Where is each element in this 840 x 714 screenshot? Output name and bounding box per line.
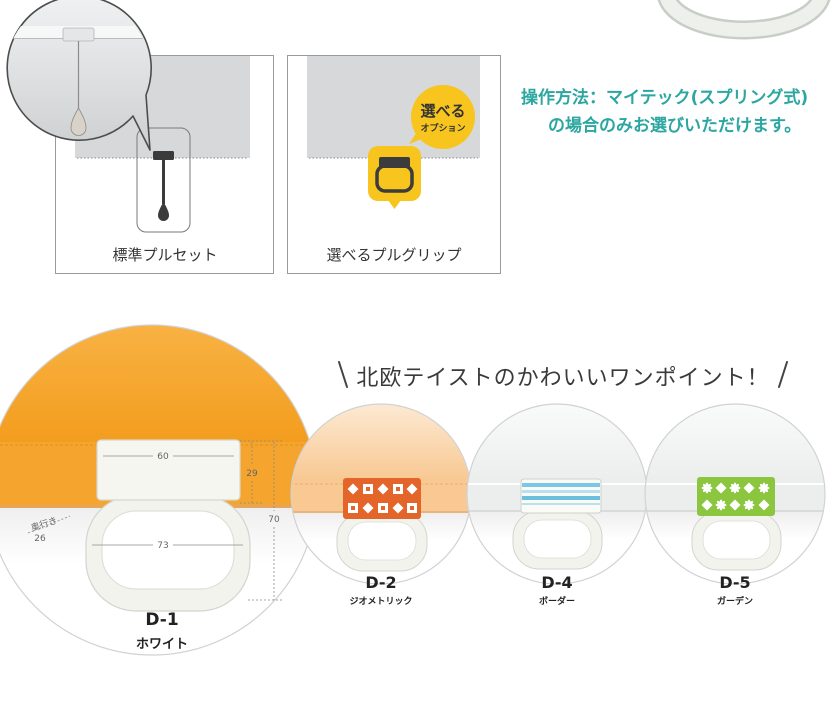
dim-width-ring: 73 <box>157 541 168 551</box>
variant-code: D-5 <box>719 573 750 592</box>
stripe-pattern <box>522 483 600 505</box>
dimension-lines <box>27 440 282 601</box>
tagline-stroke-left <box>338 361 348 388</box>
variant-code: D-2 <box>365 573 396 592</box>
dim-depth <box>27 515 71 534</box>
grip-ring-hole <box>523 519 592 559</box>
grip-ring-hole <box>101 510 235 590</box>
variant-d1: 60 29 70 73 奥行き 26 D-1 ホワイト <box>0 324 318 656</box>
zoom-bubble <box>6 0 152 151</box>
option-badge <box>411 85 475 149</box>
operation-note-line1: 操作方法：マイテック(スプリング式) <box>521 87 808 108</box>
variant-name: ガーデン <box>717 595 753 607</box>
blind-fabric-peach <box>291 404 471 481</box>
blind-fabric-white <box>645 404 825 481</box>
variant-d5: D-5 ガーデン <box>644 403 826 607</box>
option-badge-title: 選べる <box>420 102 465 120</box>
zoom-cord-clip <box>62 27 95 42</box>
dim-depth-value: 26 <box>34 534 46 544</box>
dim-height-total: 70 <box>268 515 280 525</box>
option-badge-subtitle: オプション <box>420 122 465 134</box>
variant-name: ホワイト <box>136 637 188 652</box>
variant-name: ジオメトリック <box>349 596 412 607</box>
panel-standard-label: 標準プルセット <box>112 246 217 264</box>
tagline-stroke-right <box>778 361 788 388</box>
variant-d2: D-2 ジオメトリック <box>290 403 472 607</box>
stripe <box>522 490 600 493</box>
panel-option-label: 選べるプルグリップ <box>326 246 461 264</box>
pull-set-clip <box>153 151 174 160</box>
pull-set-weight <box>158 202 169 222</box>
grip-block <box>697 477 775 516</box>
tagline-text: 北欧テイストのかわいいワンポイント！ <box>356 366 769 391</box>
grip-block <box>96 439 241 501</box>
grip-highlight-tail <box>388 200 401 209</box>
dim-height-top: 29 <box>246 469 258 479</box>
variant-d4: D-4 ボーダー <box>466 403 648 607</box>
grip-block-icon <box>379 157 410 168</box>
panel-option-grip: 選べる オプション 選べるプルグリップ <box>287 55 501 274</box>
grip-ring-icon <box>375 164 414 193</box>
pull-grip-closeup <box>657 0 831 40</box>
stripe <box>522 503 600 505</box>
stripe <box>522 483 600 487</box>
closeup-ring <box>660 0 828 37</box>
dim-width-top: 60 <box>157 452 169 462</box>
pull-set-outline <box>136 127 191 233</box>
tagline: 北欧テイストのかわいいワンポイント！ <box>338 361 788 391</box>
variant-circle-outline <box>644 403 826 585</box>
blind-fabric-white <box>467 404 647 481</box>
operation-note-line2: の場合のみお選びいただけます。 <box>548 115 801 136</box>
variant-code: D-1 <box>145 610 178 630</box>
stripe <box>522 496 600 500</box>
zoom-teardrop-weight <box>70 107 87 136</box>
grip-ring-hole <box>702 520 771 560</box>
grip-ring-hole <box>347 521 417 561</box>
variant-code: D-4 <box>541 573 572 592</box>
variant-name: ボーダー <box>539 595 575 607</box>
